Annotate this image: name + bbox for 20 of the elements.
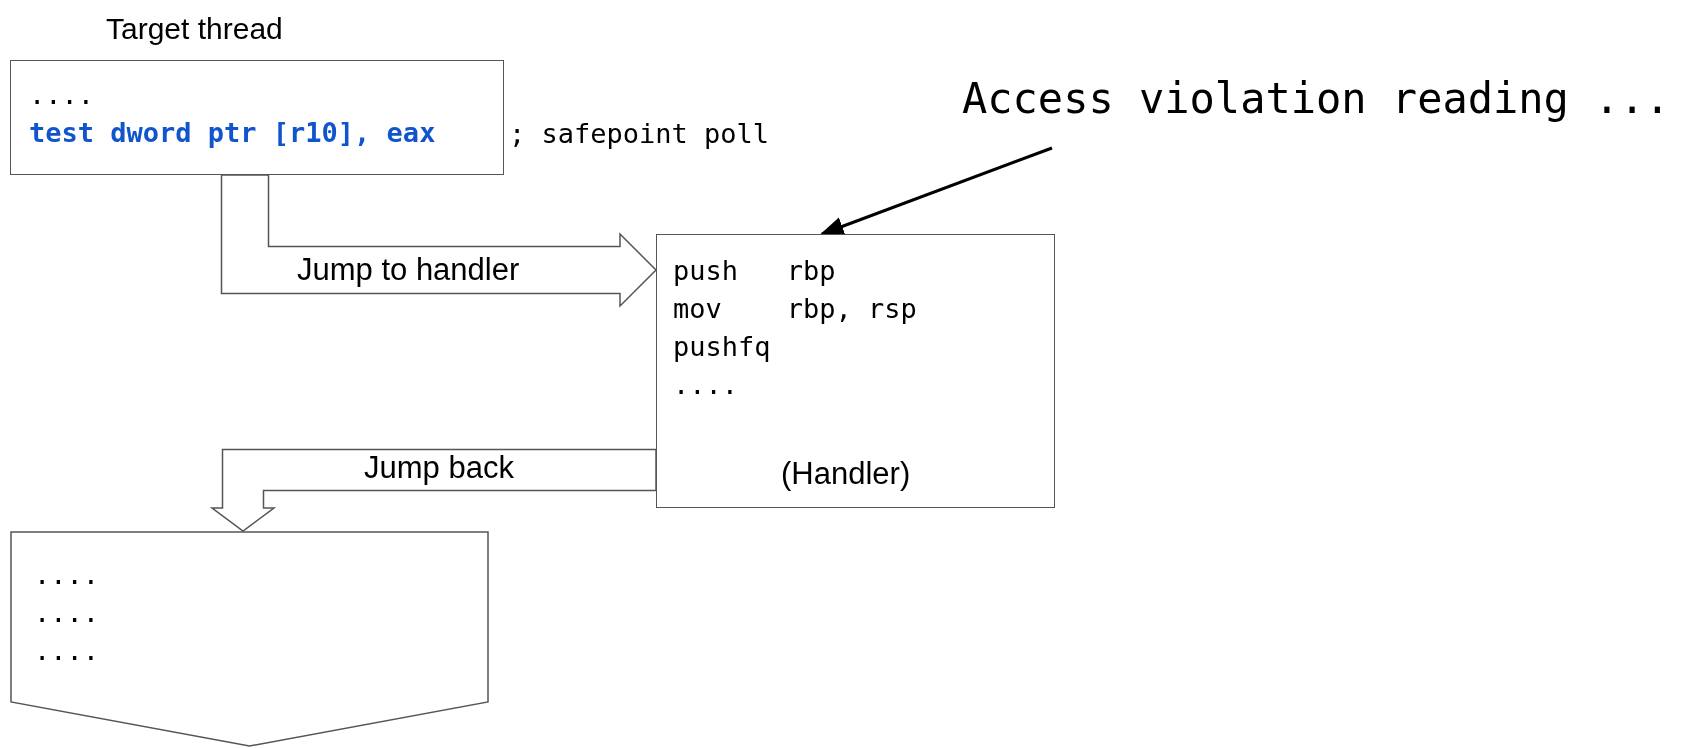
code-line: .... — [34, 559, 100, 591]
code-line: push rbp — [673, 255, 836, 287]
code-line: .... — [34, 597, 100, 629]
edge-label: Jump to handler — [297, 252, 520, 288]
block-arrow — [209, 448, 657, 532]
code-line: pushfq — [673, 331, 771, 363]
code-line: test dword ptr [r10], eax — [29, 117, 436, 149]
code-comment: ; safepoint poll — [509, 118, 770, 150]
code-line: .... — [673, 369, 739, 401]
code-block-shape — [10, 531, 489, 747]
code-line: .... — [29, 79, 95, 111]
handler-box — [656, 234, 1055, 508]
edge-label: Jump back — [364, 450, 514, 486]
code-line: .... — [34, 635, 100, 667]
code-line: mov rbp, rsp — [673, 293, 917, 325]
leader-arrow — [819, 146, 1053, 236]
heading: Target thread — [106, 11, 283, 47]
error-message: Access violation reading ... — [962, 74, 1670, 124]
block-arrow — [220, 174, 658, 308]
node-label: (Handler) — [781, 455, 911, 492]
